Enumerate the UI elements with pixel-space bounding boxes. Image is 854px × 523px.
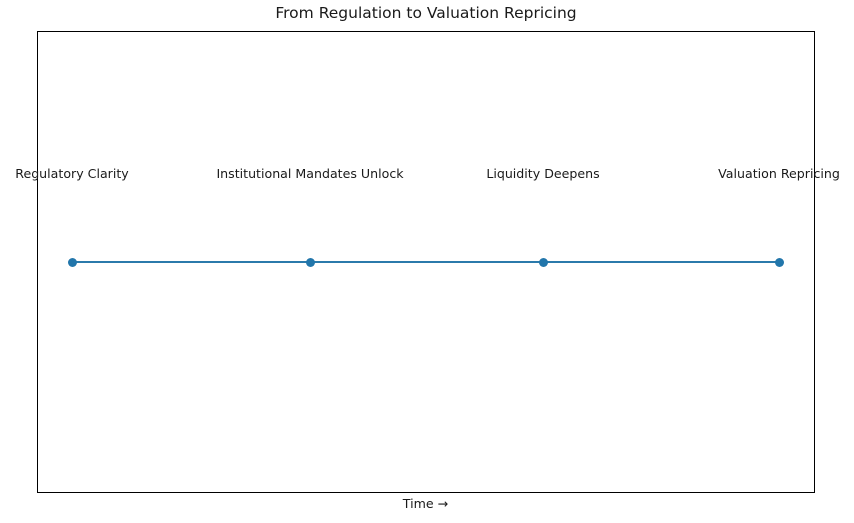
timeline-label-liquidity-deepens: Liquidity Deepens <box>486 166 600 181</box>
timeline-marker[interactable] <box>538 257 548 267</box>
timeline-marker[interactable] <box>774 257 784 267</box>
timeline-connector-line <box>72 261 779 263</box>
timeline-label-valuation-repricing: Valuation Repricing <box>718 166 840 181</box>
timeline-label-regulatory-clarity: Regulatory Clarity <box>15 166 129 181</box>
chart-title: From Regulation to Valuation Repricing <box>275 4 577 22</box>
timeline-marker[interactable] <box>305 257 315 267</box>
timeline-marker[interactable] <box>67 257 77 267</box>
x-axis-label: Time → <box>402 496 449 511</box>
timeline-label-institutional-mandates-unlock: Institutional Mandates Unlock <box>216 166 404 181</box>
